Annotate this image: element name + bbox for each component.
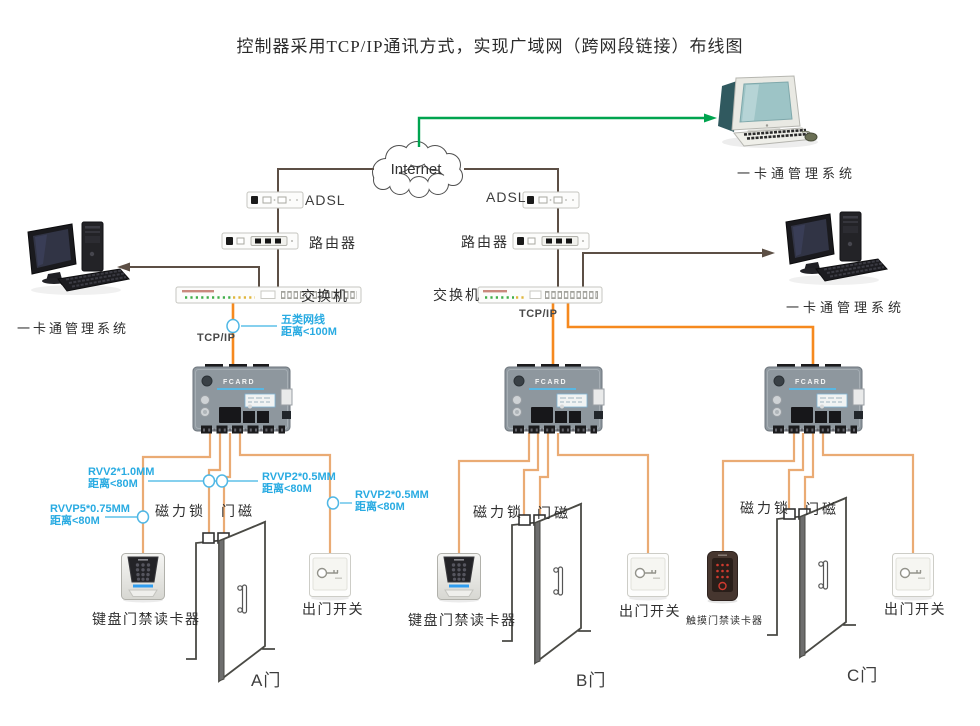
router-right <box>512 232 590 250</box>
note-rvvp2-a-limit: 距离<80M <box>262 483 312 495</box>
computer-right <box>785 211 888 286</box>
note-rvvp2-b: RVVP2*0.5MM 距离<80M <box>355 489 429 513</box>
wire-c-lock <box>787 433 805 509</box>
lock-label-a: 磁力锁 <box>155 505 206 520</box>
internet-label: Internet <box>390 161 442 178</box>
station-label-right: 一卡通管理系统 <box>786 300 906 315</box>
switch-label-left: 交换机 <box>301 290 349 305</box>
wire-b-lock <box>522 433 540 515</box>
switch-left <box>175 286 362 304</box>
arrowhead-green <box>704 113 717 123</box>
note-rvvp2-a-name: RVVP2*0.5MM <box>262 471 336 483</box>
note-rvv2: RVV2*1.0MM 距离<80M <box>88 466 154 490</box>
marker-cat5 <box>226 318 240 334</box>
door-b <box>501 502 592 664</box>
tcpip-label-right: TCP/IP <box>519 308 558 320</box>
network-lines <box>130 168 762 287</box>
arrowhead-right <box>762 248 775 258</box>
tcpip-trunk-lines <box>231 303 815 367</box>
controller-a <box>193 367 292 431</box>
door-c <box>766 496 857 658</box>
door-label-a: A门 <box>251 671 282 690</box>
note-rvvp5-name: RVVP5*0.75MM <box>50 503 130 515</box>
adsl-label-left: ADSL <box>305 192 346 208</box>
note-rvv2-limit: 距离<80M <box>88 478 138 490</box>
note-rvvp2-b-limit: 距离<80M <box>355 501 405 513</box>
door-label-b: B门 <box>576 671 607 690</box>
note-rvvp2-a: RVVP2*0.5MM 距离<80M <box>262 471 336 495</box>
switch-to-pc-right-line <box>582 252 762 287</box>
note-rvv2-name: RVV2*1.0MM <box>88 466 155 478</box>
exit-switch-a <box>308 552 352 602</box>
station-label-left: 一卡通管理系统 <box>17 321 130 336</box>
marker-rvvp5 <box>136 510 150 524</box>
note-cat5-name: 五类网线 <box>281 314 325 326</box>
wire-b-exit <box>556 433 650 553</box>
wire-c-reader <box>721 433 796 551</box>
router-label-left: 路由器 <box>309 237 357 252</box>
switch-right <box>477 286 603 304</box>
exit-label-a: 出门开关 <box>302 603 364 618</box>
marker-rvvp2-b <box>326 496 340 510</box>
wire-c-contact <box>803 433 815 509</box>
note-cat5-limit: 距离<100M <box>281 326 337 338</box>
internet-cloud <box>372 141 463 198</box>
computer-top-right <box>716 74 820 150</box>
exit-switch-c <box>891 552 935 602</box>
diagram-title: 控制器采用TCP/IP通讯方式，实现广域网（跨网段链接）布线图 <box>236 37 744 56</box>
reader-label-b: 键盘门禁读卡器 <box>408 614 517 629</box>
adsl-modem-right <box>522 191 580 209</box>
door-a <box>185 520 276 682</box>
arrowhead-left <box>117 262 130 272</box>
exit-label-b: 出门开关 <box>619 605 681 620</box>
wire-b-reader <box>457 433 531 553</box>
marker-rvv2 <box>202 474 216 488</box>
adsl-modem-left <box>246 191 304 209</box>
reader-label-c: 触摸门禁读卡器 <box>686 616 763 627</box>
door-label-c: C门 <box>847 666 879 685</box>
note-rvvp5: RVVP5*0.75MM 距离<80M <box>50 503 130 527</box>
exit-label-c: 出门开关 <box>884 603 946 618</box>
switch-to-pc-left-line <box>130 266 260 287</box>
computer-left <box>27 221 130 296</box>
switch-label-right: 交换机 <box>433 289 481 304</box>
station-label-top-right: 一卡通管理系统 <box>737 166 857 181</box>
marker-rvvp2-a <box>215 474 229 488</box>
router-label-right: 路由器 <box>461 236 509 251</box>
note-rvvp2-b-name: RVVP2*0.5MM <box>355 489 429 501</box>
note-rvvp5-limit: 距离<80M <box>50 515 100 527</box>
router-left <box>221 232 299 250</box>
adsl-label-right: ADSL <box>486 189 527 205</box>
touch-reader-c <box>706 550 739 605</box>
reader-label-a: 键盘门禁读卡器 <box>92 613 201 628</box>
lock-label-c: 磁力锁 <box>740 502 791 517</box>
device-wires <box>141 433 915 553</box>
contact-label-b: 门磁 <box>537 507 571 522</box>
wire-b-contact <box>538 433 550 515</box>
note-cat5: 五类网线 距离<100M <box>281 314 337 338</box>
annotation-markers <box>136 318 340 524</box>
wire-a-reader <box>141 433 212 553</box>
wan-link-line <box>417 113 717 147</box>
trunk-switch-to-controller-c <box>566 303 815 367</box>
contact-label-c: 门磁 <box>805 503 839 518</box>
contact-label-a: 门磁 <box>221 505 255 520</box>
controller-b <box>505 367 604 431</box>
cloud-to-adsl-right-line <box>464 168 559 192</box>
keypad-reader-b <box>437 553 481 603</box>
controller-c <box>765 367 864 431</box>
lock-label-b: 磁力锁 <box>473 506 524 521</box>
cloud-to-adsl-left-line <box>277 168 374 192</box>
tcpip-label-left: TCP/IP <box>197 332 236 344</box>
exit-switch-b <box>626 552 670 602</box>
keypad-reader-a <box>121 553 165 603</box>
wire-a-lock <box>207 433 222 533</box>
wire-c-exit <box>821 433 915 553</box>
